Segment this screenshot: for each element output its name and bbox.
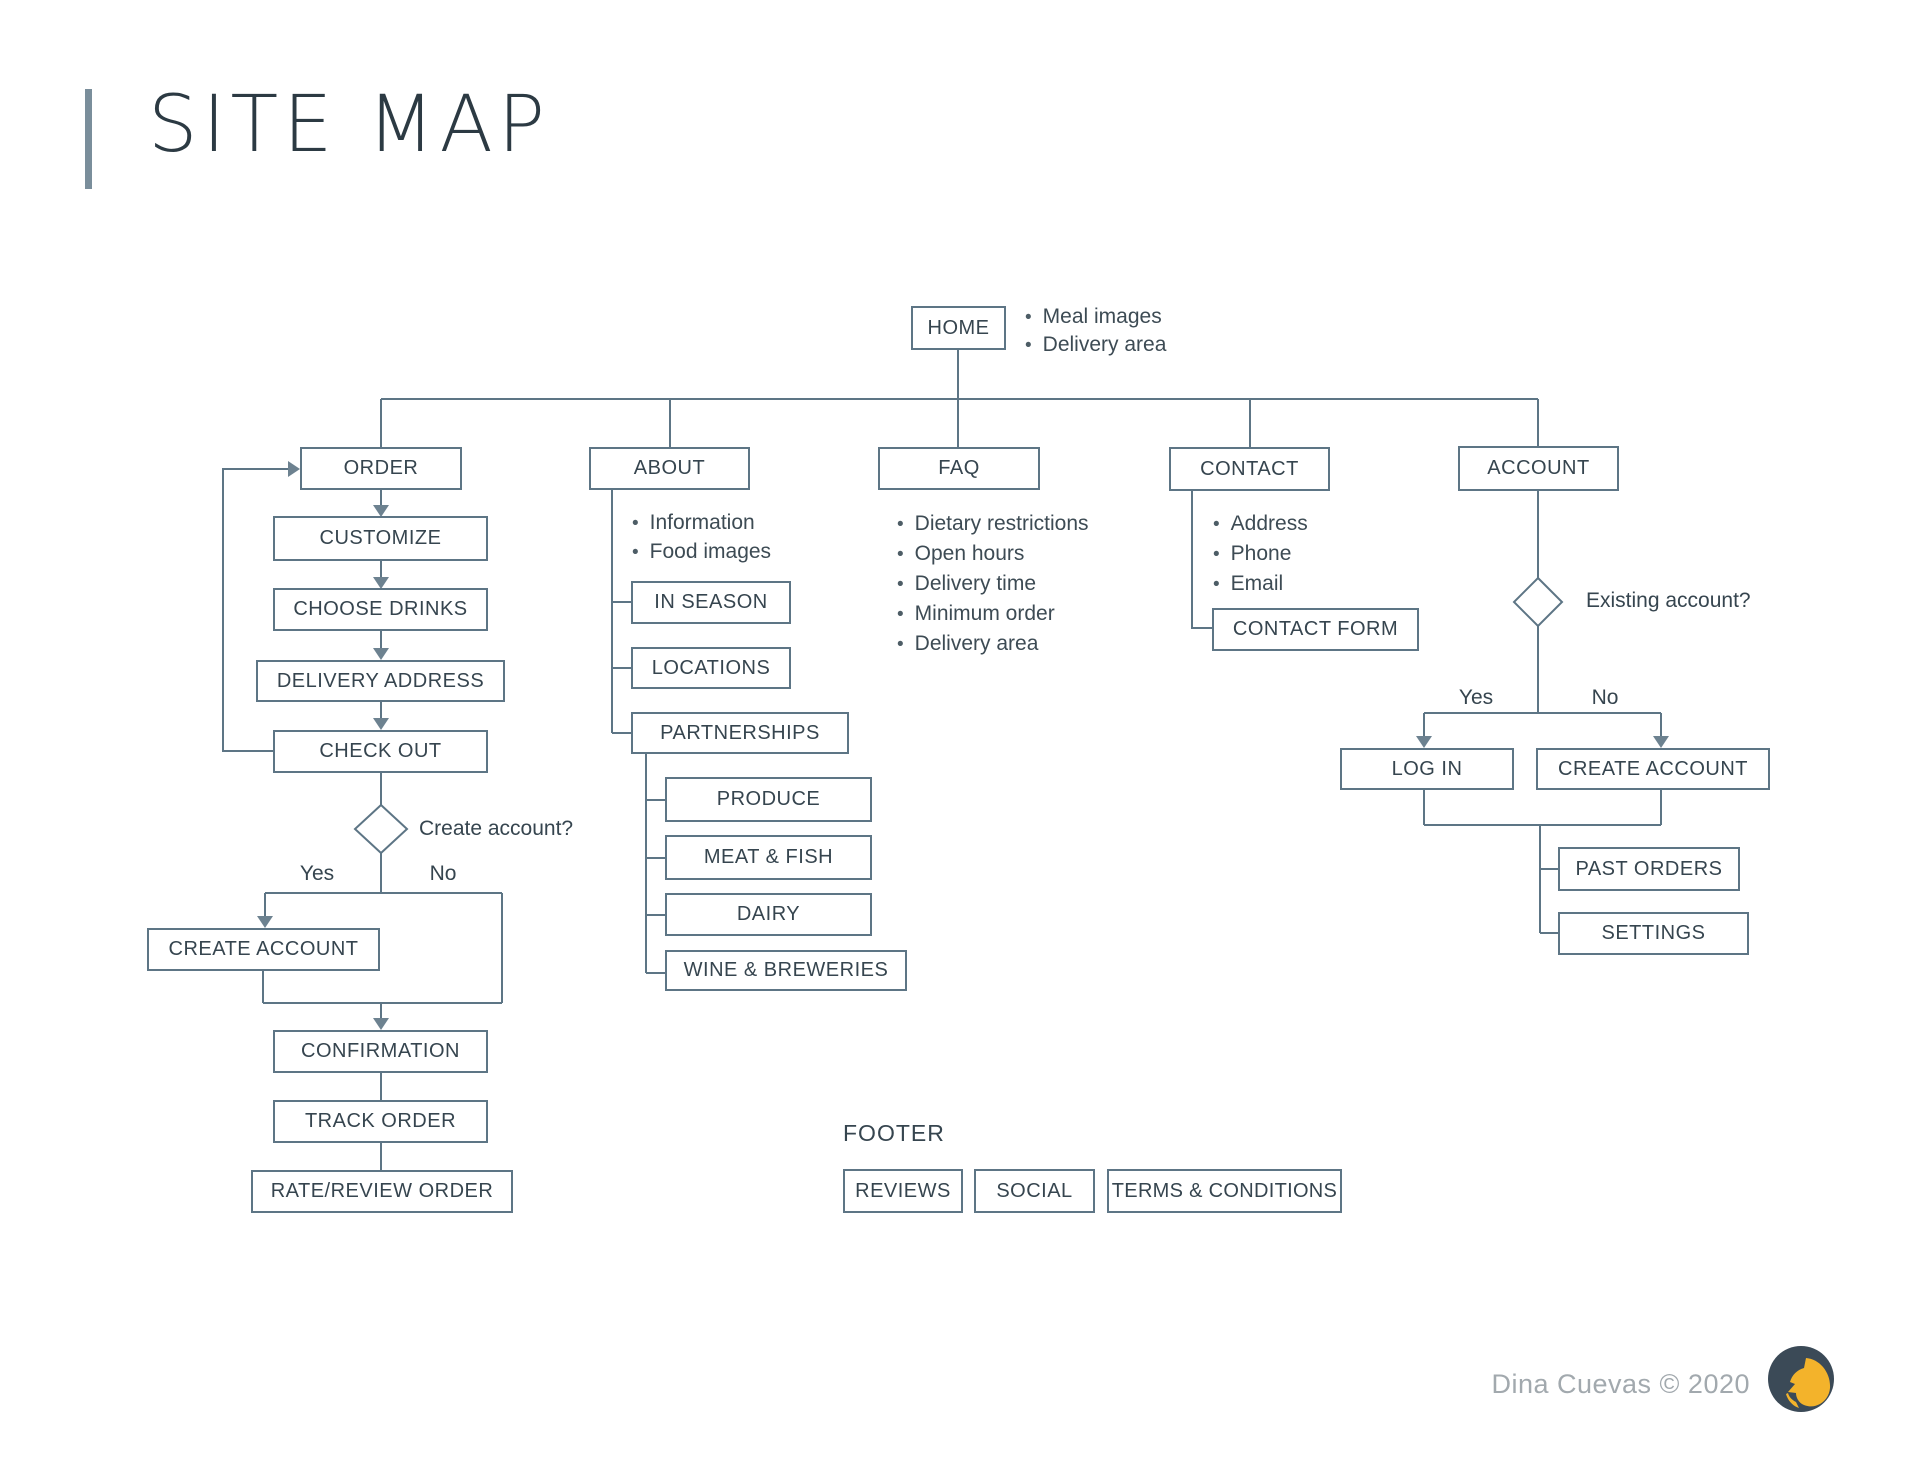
node-rate-review-order: RATE/REVIEW ORDER [251,1170,513,1213]
credit-text: Dina Cuevas © 2020 [1491,1369,1750,1399]
arrow-into-create-account-order [257,916,273,928]
node-dairy: DAIRY [665,893,872,936]
account-decision-label: Existing account? [1586,589,1751,612]
arrow-into-customize [373,505,389,517]
order-decision-diamond [353,803,409,855]
node-settings: SETTINGS [1558,912,1749,955]
node-home: HOME [911,306,1006,350]
page-title: SITE MAP [148,80,550,170]
brand-logo-icon [1768,1346,1834,1412]
node-about: ABOUT [589,447,750,490]
node-wine-breweries: WINE & BREWERIES [665,950,907,991]
node-account: ACCOUNT [1458,446,1619,491]
node-contact-form: CONTACT FORM [1212,608,1419,651]
title-accent-bar [85,89,92,189]
order-yes-label: Yes [299,862,335,885]
home-bullet-item: Meal images [1025,303,1166,331]
node-produce: PRODUCE [665,777,872,822]
faq-bullet-item: Dietary restrictions [897,509,1089,539]
node-locations: LOCATIONS [631,647,791,689]
node-faq: FAQ [878,447,1040,490]
node-customize: CUSTOMIZE [273,516,488,561]
node-confirmation: CONFIRMATION [273,1030,488,1073]
home-bullet-item: Delivery area [1025,331,1167,359]
account-yes-label: Yes [1458,686,1494,709]
arrow-into-log-in [1416,736,1432,748]
node-meat-fish: MEAT & FISH [665,835,872,880]
account-no-label: No [1591,686,1619,709]
node-past-orders: PAST ORDERS [1558,847,1740,891]
footer-label: FOOTER [843,1120,945,1146]
faq-bullet-item: Open hours [897,539,1089,569]
home-bullets: Meal images Delivery area [1025,303,1167,359]
node-create-account-account: CREATE ACCOUNT [1536,748,1770,790]
logo-bird-shape [1788,1358,1831,1407]
arrow-into-create-account-account [1653,736,1669,748]
node-check-out: CHECK OUT [273,730,488,773]
node-log-in: LOG IN [1340,748,1514,790]
contact-bullet-item: Phone [1213,539,1308,569]
about-bullet-item: Information [632,509,771,538]
order-decision-label: Create account? [419,817,574,840]
contact-bullet-item: Email [1213,569,1308,599]
faq-bullet-item: Delivery time [897,569,1089,599]
contact-bullets: Address Phone Email [1213,509,1308,599]
arrow-into-check-out [373,718,389,730]
node-partnerships: PARTNERSHIPS [631,712,849,754]
node-order: ORDER [300,447,462,490]
node-reviews: REVIEWS [843,1169,963,1213]
node-contact: CONTACT [1169,447,1330,491]
node-terms-conditions: TERMS & CONDITIONS [1107,1169,1342,1213]
logo-crescent-shape [1786,1393,1799,1408]
arrow-into-choose-drinks [373,577,389,589]
arrow-into-confirmation [373,1018,389,1030]
about-bullets: Information Food images [632,509,771,567]
arrow-loop-into-order [288,461,300,477]
node-create-account-order: CREATE ACCOUNT [147,928,380,971]
about-bullet-item: Food images [632,538,771,567]
tree-lines [222,350,1662,1170]
faq-bullet-item: Delivery area [897,629,1089,659]
node-track-order: TRACK ORDER [273,1100,488,1143]
arrow-into-delivery-address [373,648,389,660]
node-social: SOCIAL [974,1169,1095,1213]
order-no-label: No [429,862,457,885]
node-choose-drinks: CHOOSE DRINKS [273,588,488,631]
node-in-season: IN SEASON [631,581,791,624]
node-delivery-address: DELIVERY ADDRESS [256,660,505,702]
account-decision-diamond [1512,576,1564,628]
contact-bullet-item: Address [1213,509,1308,539]
faq-bullets: Dietary restrictions Open hours Delivery… [897,509,1089,659]
faq-bullet-item: Minimum order [897,599,1089,629]
